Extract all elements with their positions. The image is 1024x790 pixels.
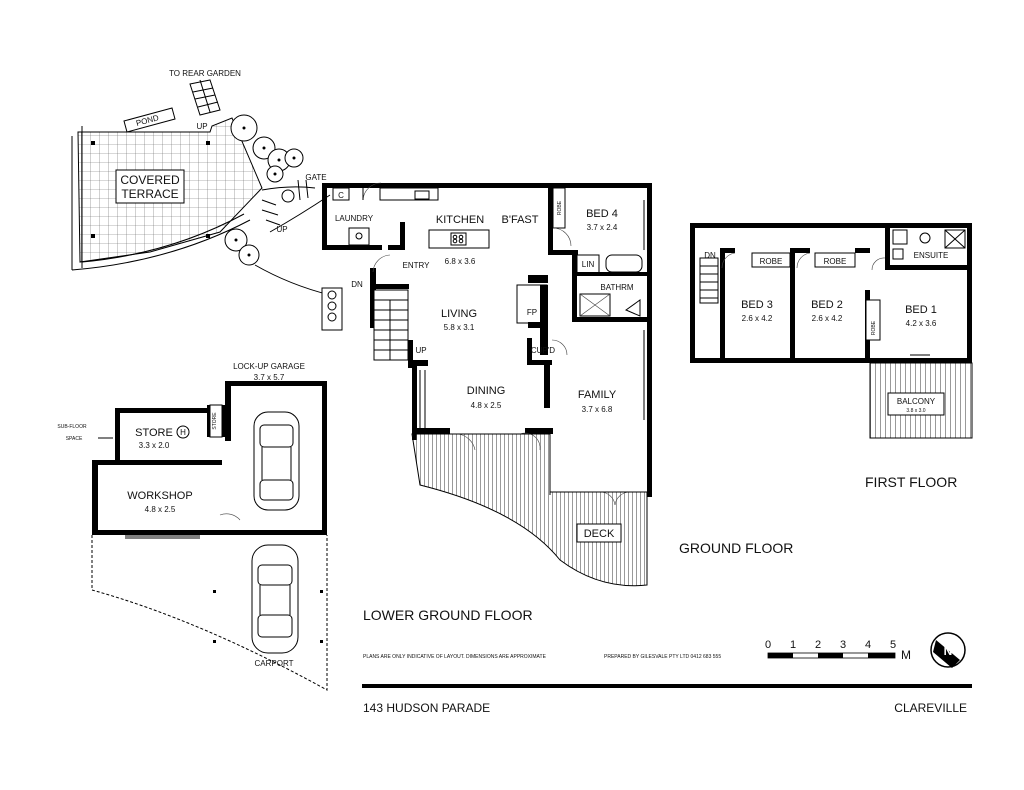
lower-ground-floor	[91, 381, 328, 691]
title-rule	[362, 684, 972, 688]
store-label: STORE	[135, 427, 173, 439]
ground-floor	[322, 182, 652, 587]
tree-centres	[234, 126, 296, 257]
scale-tick-1: 1	[790, 639, 796, 651]
cupboard-c-label: C	[338, 191, 344, 200]
compass-north-letter: N	[944, 644, 953, 658]
garage-car	[253, 411, 300, 511]
scale-bar	[767, 652, 896, 659]
scale-tick-0: 0	[765, 639, 771, 651]
first-floor	[690, 223, 973, 439]
kitchen-dim: 6.8 x 3.6	[445, 257, 476, 266]
up-label-path: UP	[276, 225, 287, 234]
covered-terrace-line1: COVERED	[120, 173, 180, 187]
bed1-robe-label: ROBE	[871, 320, 877, 335]
balcony-dim: 3.8 x 3.0	[906, 408, 925, 414]
lower-ground-floor-title: LOWER GROUND FLOOR	[363, 607, 533, 623]
ground-floor-title: GROUND FLOOR	[679, 540, 793, 556]
bed4-label: BED 4	[586, 208, 618, 220]
compass	[930, 632, 966, 668]
family-label: FAMILY	[578, 389, 617, 401]
store-dim: 3.3 x 2.0	[139, 441, 170, 450]
hot-water-label: H	[180, 428, 186, 437]
ensuite-label: ENSUITE	[914, 251, 949, 260]
bed4-dim: 3.7 x 2.4	[587, 223, 618, 232]
garage-dim: 3.7 x 5.7	[254, 373, 285, 382]
workshop-dim: 4.8 x 2.5	[145, 505, 176, 514]
cupboard-label: CUP'D	[531, 346, 555, 355]
living-dim: 5.8 x 3.1	[444, 323, 475, 332]
covered-terrace-line2: TERRACE	[121, 187, 178, 201]
up-label-ground: UP	[415, 346, 426, 355]
bed2-label: BED 2	[811, 299, 843, 311]
bed4-robe-label: ROBE	[557, 200, 563, 215]
sub-floor-line1: SUB-FLOOR	[57, 424, 87, 430]
bed3-robe-label: ROBE	[760, 257, 783, 266]
bed1-label: BED 1	[905, 304, 937, 316]
scale-tick-4: 4	[865, 639, 871, 651]
pond-label: POND	[135, 113, 160, 128]
bathroom-label: BATHRM	[600, 283, 634, 292]
bed3-dim: 2.6 x 4.2	[742, 314, 773, 323]
carport-label: CARPORT	[255, 659, 294, 668]
first-floor-title: FIRST FLOOR	[865, 474, 957, 490]
garage-store-label: STORE	[212, 412, 218, 430]
dn-label-first: DN	[704, 251, 716, 260]
disclaimer-note: PLANS ARE ONLY INDICATIVE OF LAYOUT. DIM…	[363, 654, 547, 660]
prepared-by-note: PREPARED BY GILESVALE PTY LTD 0412 683 5…	[604, 654, 721, 660]
balcony-label: BALCONY	[897, 397, 936, 406]
scale-tick-2: 2	[815, 639, 821, 651]
carport-car	[251, 544, 299, 654]
bed1-dim: 4.2 x 3.6	[906, 319, 937, 328]
up-label-terrace: UP	[196, 122, 207, 131]
dn-label-ground: DN	[351, 280, 363, 289]
bed3-label: BED 3	[741, 299, 773, 311]
family-dim: 3.7 x 6.8	[582, 405, 613, 414]
lockup-garage-label: LOCK-UP GARAGE	[233, 362, 305, 371]
balcony-label-box	[887, 392, 945, 416]
pond	[123, 107, 176, 133]
fireplace-label: FP	[527, 308, 537, 317]
bed2-robe-label: ROBE	[824, 257, 847, 266]
living-label: LIVING	[441, 308, 477, 320]
workshop-label: WORKSHOP	[127, 490, 192, 502]
covered-terrace-box	[115, 169, 185, 204]
deck-label: DECK	[584, 528, 615, 540]
bed2-dim: 2.6 x 4.2	[812, 314, 843, 323]
entry-label: ENTRY	[403, 261, 431, 270]
trees	[224, 114, 304, 266]
covered-terrace-area	[71, 117, 263, 271]
scale-tick-3: 3	[840, 639, 846, 651]
linen-label: LIN	[582, 260, 595, 269]
bfast-label: B'FAST	[502, 214, 539, 226]
scale-unit: M	[901, 648, 911, 662]
kitchen-label: KITCHEN	[436, 214, 484, 226]
scale-tick-5: 5	[890, 639, 896, 651]
deck-label-box	[576, 523, 622, 543]
dining-label: DINING	[467, 385, 506, 397]
rear-garden-steps	[189, 79, 221, 116]
to-rear-garden-label: TO REAR GARDEN	[169, 69, 241, 78]
entry-steps	[321, 287, 343, 331]
suburb-title: CLAREVILLE	[894, 701, 967, 715]
address-title: 143 HUDSON PARADE	[363, 701, 490, 715]
gate-label: GATE	[305, 173, 326, 182]
sub-floor-line2: SPACE	[66, 436, 83, 442]
dining-dim: 4.8 x 2.5	[471, 401, 502, 410]
laundry-label: LAUNDRY	[335, 214, 374, 223]
